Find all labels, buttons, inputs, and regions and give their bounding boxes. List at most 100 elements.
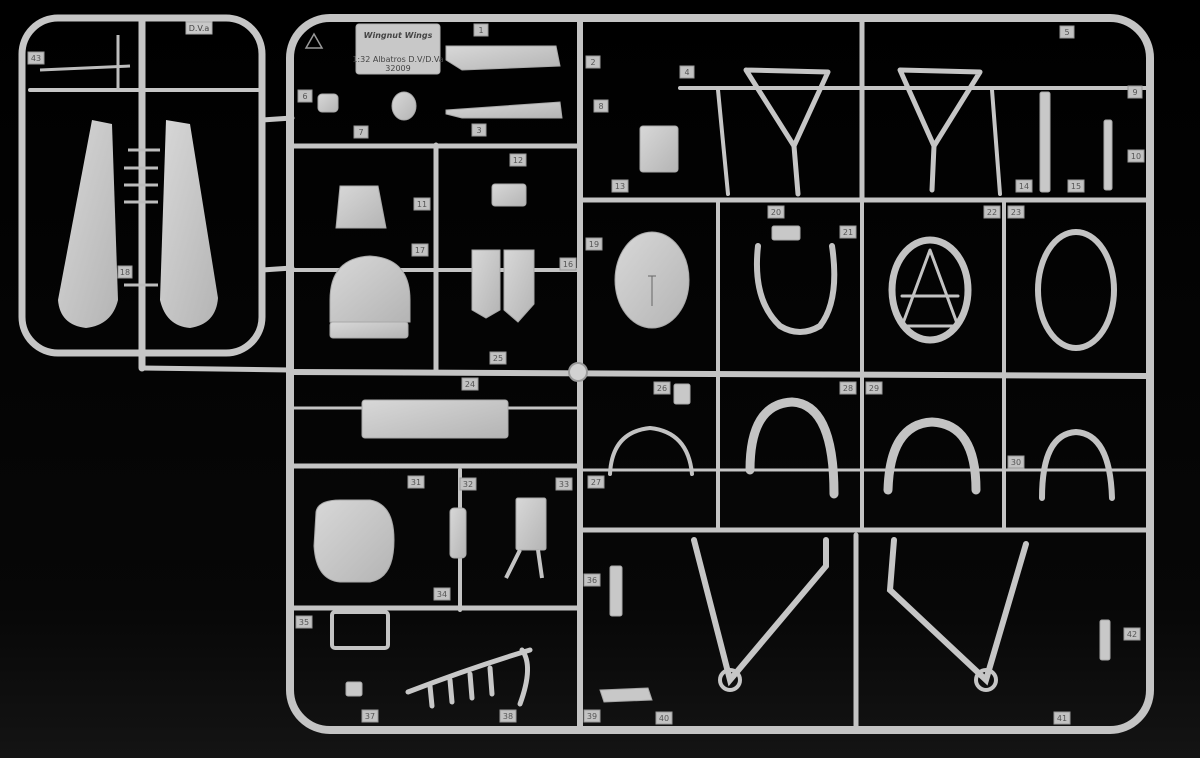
svg-text:9: 9 <box>1132 88 1137 97</box>
part-tag: 34 <box>433 587 451 601</box>
svg-text:16: 16 <box>563 260 573 269</box>
svg-text:3: 3 <box>476 126 481 135</box>
svg-text:27: 27 <box>591 478 601 487</box>
svg-text:32: 32 <box>463 480 473 489</box>
part-tag: 5 <box>1059 25 1075 39</box>
kit-label-plate: Wingnut Wings 1:32 Albatros D.V/D.Va 320… <box>304 23 444 75</box>
part-tag: 23 <box>1007 205 1025 219</box>
svg-text:21: 21 <box>843 228 853 237</box>
part-tag: 16 <box>559 257 577 271</box>
part-tag: 29 <box>865 381 883 395</box>
part-tag: 14 <box>1015 179 1033 193</box>
svg-text:42: 42 <box>1127 630 1137 639</box>
part-tag: 26 <box>653 381 671 395</box>
part-tag: 1 <box>473 23 489 37</box>
svg-text:22: 22 <box>987 208 997 217</box>
part-tag: 24 <box>461 377 479 391</box>
sprue-hub <box>568 362 588 382</box>
svg-text:11: 11 <box>417 200 427 209</box>
svg-text:29: 29 <box>869 384 879 393</box>
svg-text:7: 7 <box>358 128 363 137</box>
svg-text:1: 1 <box>478 26 483 35</box>
svg-text:17: 17 <box>415 246 425 255</box>
part-tag: 28 <box>839 381 857 395</box>
part-tag: 12 <box>509 153 527 167</box>
svg-text:18: 18 <box>120 268 130 277</box>
part-tag: 19 <box>585 237 603 251</box>
part-tag: 43 <box>27 51 45 65</box>
svg-text:43: 43 <box>31 54 41 63</box>
svg-text:20: 20 <box>771 208 781 217</box>
svg-text:15: 15 <box>1071 182 1081 191</box>
part-tag: 32 <box>459 477 477 491</box>
part-tag: 4 <box>679 65 695 79</box>
svg-text:41: 41 <box>1057 714 1067 723</box>
svg-text:39: 39 <box>587 712 597 721</box>
part-tag: 11 <box>413 197 431 211</box>
part-tag: 15 <box>1067 179 1085 193</box>
svg-text:30: 30 <box>1011 458 1021 467</box>
main-sprue-parts <box>313 45 690 583</box>
kit-text-line2: 32009 <box>385 64 410 73</box>
svg-text:40: 40 <box>659 714 669 723</box>
svg-text:13: 13 <box>615 182 625 191</box>
svg-text:19: 19 <box>589 240 599 249</box>
part-tag: 17 <box>411 243 429 257</box>
part-tag: 33 <box>555 477 573 491</box>
svg-text:4: 4 <box>684 68 689 77</box>
fuselage-frames <box>608 229 1117 501</box>
left-elevator-part <box>58 120 118 328</box>
part-tag: 7 <box>353 125 369 139</box>
part-number-tags: 1 2 3 4 5 6 7 8 9 10 11 12 13 14 15 16 1… <box>27 23 1145 725</box>
main-sprue-frame <box>286 14 1154 734</box>
part-tag: 8 <box>593 99 609 113</box>
svg-text:38: 38 <box>503 712 513 721</box>
svg-text:6: 6 <box>302 92 307 101</box>
svg-text:34: 34 <box>437 590 447 599</box>
part-tag: 9 <box>1127 85 1143 99</box>
svg-text:31: 31 <box>411 478 421 487</box>
part-tag: 30 <box>1007 455 1025 469</box>
svg-text:24: 24 <box>465 380 475 389</box>
part-tag: 20 <box>767 205 785 219</box>
svg-text:D.V.a: D.V.a <box>189 24 210 33</box>
part-tag: 37 <box>361 709 379 723</box>
part-tag: 35 <box>295 615 313 629</box>
svg-text:14: 14 <box>1019 182 1029 191</box>
part-tag: 22 <box>983 205 1001 219</box>
part-tag: 10 <box>1127 149 1145 163</box>
svg-text:35: 35 <box>299 618 309 627</box>
svg-text:5: 5 <box>1064 28 1069 37</box>
svg-text:23: 23 <box>1011 208 1021 217</box>
undercarriage-struts <box>691 537 1029 692</box>
part-tag: 21 <box>839 225 857 239</box>
brand-logo: Wingnut Wings <box>364 31 433 40</box>
part-tag: 39 <box>583 709 601 723</box>
svg-text:8: 8 <box>598 102 603 111</box>
right-elevator-part <box>160 120 218 328</box>
svg-text:28: 28 <box>843 384 853 393</box>
part-tag: 2 <box>585 55 601 69</box>
comb-part <box>405 647 533 709</box>
tab-label-small: D.V.a <box>185 21 213 35</box>
svg-text:2: 2 <box>590 58 595 67</box>
svg-text:33: 33 <box>559 480 569 489</box>
part-tag: 42 <box>1123 627 1141 641</box>
svg-text:10: 10 <box>1131 152 1141 161</box>
left-sprue-small-parts <box>39 35 160 287</box>
cabane-struts <box>716 67 1002 197</box>
part-tag: 3 <box>471 123 487 137</box>
part-tag: 25 <box>489 351 507 365</box>
part-tag: 13 <box>611 179 629 193</box>
part-tag: 6 <box>297 89 313 103</box>
svg-text:36: 36 <box>587 576 597 585</box>
part-tag: 36 <box>583 573 601 587</box>
svg-text:12: 12 <box>513 156 523 165</box>
kit-text-line1: 1:32 Albatros D.V/D.Va <box>352 55 443 64</box>
part-tag: 41 <box>1053 711 1071 725</box>
part-tag: 18 <box>117 265 133 279</box>
misc-small-parts <box>330 91 1113 703</box>
svg-text:26: 26 <box>657 384 667 393</box>
